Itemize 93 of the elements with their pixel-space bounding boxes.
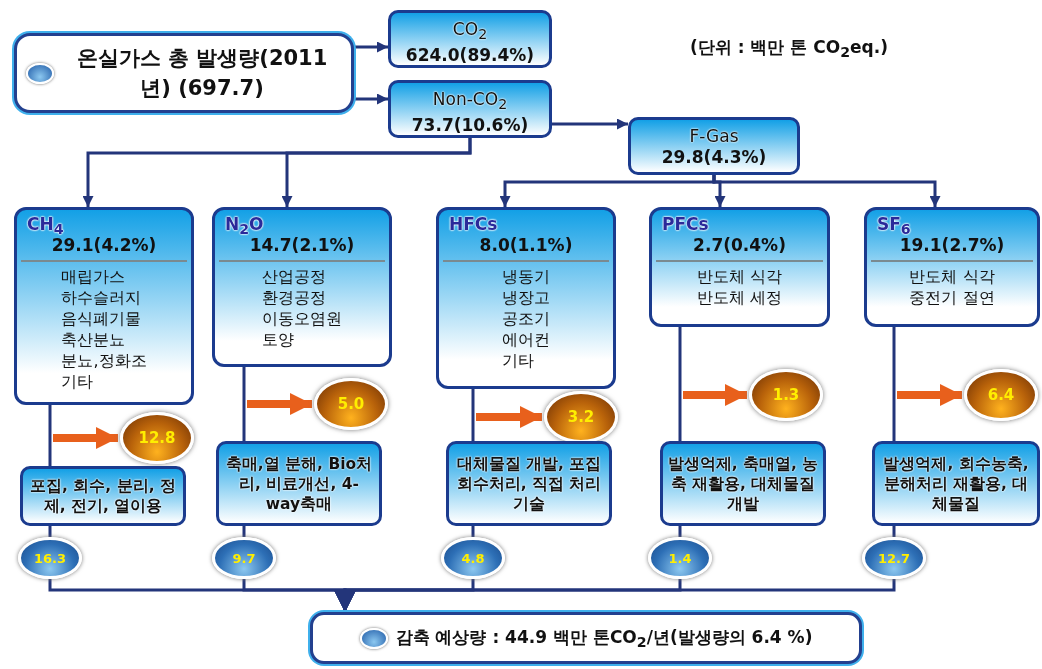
source-item: 반도체 식각	[909, 266, 995, 287]
reduction-ball	[862, 537, 926, 579]
emission-value: 73.7(10.6%)	[410, 115, 530, 137]
source-item: 기타	[61, 371, 95, 392]
reduction-value: 1.3	[772, 386, 800, 404]
gas-formula: SF$_{6}$	[877, 214, 911, 238]
source-item: 냉장고	[502, 287, 550, 308]
reduction-ball	[18, 537, 82, 579]
source-item: 음식폐기물	[61, 308, 143, 329]
reduction-oval	[544, 391, 618, 443]
method-text: 대체물질 개발, 포집 회수처리, 직접 처리기술	[455, 453, 603, 514]
gas-formula: HFCs	[449, 214, 498, 234]
source-item: 매립가스	[61, 266, 127, 287]
connector-line	[48, 526, 52, 537]
source-item: 중전기 절연	[909, 287, 995, 308]
method-text: 포집, 회수, 분리, 정제, 전기, 열이용	[29, 476, 177, 516]
gas-source-box	[864, 207, 1040, 327]
gas-source-box	[212, 207, 392, 367]
reduction-value: 4.8	[461, 550, 485, 566]
connector-line	[471, 389, 475, 441]
reduction-ball	[212, 537, 276, 579]
gas-name: Non-CO$_{2}$	[431, 89, 509, 115]
gas-box	[388, 10, 552, 68]
method-box	[216, 441, 382, 526]
summary-text: 감축 예상량 : 44.9 백만 톤CO$_{2}$/년(발생량의 6.4 %)	[395, 625, 813, 651]
connector-line	[242, 526, 246, 537]
source-item: 공조기	[502, 308, 550, 329]
arrow	[712, 175, 941, 207]
source-item: 반도체 식각	[696, 266, 783, 287]
emission-value: 29.1(4.2%)	[50, 235, 158, 255]
reduction-ball	[441, 537, 505, 579]
emission-value: 624.0(89.4%)	[404, 45, 536, 67]
reduction-value: 3.2	[567, 408, 595, 426]
reduction-value: 9.7	[232, 550, 256, 566]
method-box	[660, 441, 826, 526]
gas-formula: CH$_{4}$	[27, 214, 64, 238]
gas-box	[388, 80, 552, 138]
total-emission-box	[14, 33, 354, 113]
reduction-value: 1.4	[668, 550, 692, 566]
gas-source-box	[436, 207, 616, 389]
reduction-value: 6.4	[987, 386, 1015, 404]
reduction-oval	[314, 378, 388, 430]
arrow	[354, 93, 388, 105]
emission-value: 2.7(0.4%)	[692, 235, 787, 255]
source-item: 하수슬러지	[61, 287, 143, 308]
reduction-value: 12.7	[877, 550, 911, 566]
source-item: 분뇨,정화조	[61, 350, 147, 371]
reduction-oval	[120, 412, 194, 464]
connector-line	[471, 526, 475, 537]
connector-line	[892, 526, 896, 537]
source-item: 이동오염원	[262, 308, 342, 329]
reduction-value: 16.3	[33, 550, 67, 566]
method-text: 발생억제, 축매열, 농축 재활용, 대체물질 개발	[667, 453, 819, 514]
arrow	[552, 118, 628, 130]
source-item: 기타	[502, 350, 535, 371]
gas-name: CO$_{2}$	[451, 19, 489, 45]
emission-value: 29.8(4.3%)	[660, 147, 768, 168]
arrow	[281, 138, 472, 207]
title-text: 온실가스 총 발생량(2011년) (697.7)	[75, 45, 329, 102]
gas-formula: PFCs	[662, 214, 709, 234]
method-box	[872, 441, 1040, 526]
method-text: 발생억제, 회수농축, 분해처리 재활용, 대체물질	[882, 453, 1030, 514]
source-item: 냉동기	[502, 266, 550, 287]
emission-value: 19.1(2.7%)	[898, 235, 1006, 255]
reduction-value: 12.8	[138, 429, 176, 447]
unit-note: (단위 : 백만 톤 CO$_{2}$eq.)	[690, 36, 888, 61]
connector-line	[678, 327, 682, 441]
source-item: 에어컨	[502, 329, 550, 350]
method-box	[20, 466, 186, 526]
source-item: 축산분뇨	[61, 329, 127, 350]
gas-formula: N$_{2}$O	[225, 214, 264, 238]
connector-line	[48, 405, 52, 466]
emission-value: 8.0(1.1%)	[478, 235, 574, 255]
source-item: 산업공정	[262, 266, 327, 287]
connector-line	[678, 526, 682, 537]
gas-source-box	[649, 207, 830, 327]
reduction-ball	[648, 537, 712, 579]
reduction-oval	[749, 369, 823, 421]
method-text: 축매,열 분해, Bio처리, 비료개선, 4-way축매	[224, 453, 374, 514]
gas-box	[628, 117, 800, 175]
gas-name: F-Gas	[688, 126, 740, 147]
source-item: 반도체 세정	[696, 287, 783, 308]
method-box	[446, 441, 612, 526]
connector-line	[242, 367, 246, 441]
reduction-summary-box	[310, 612, 862, 664]
reduction-value: 5.0	[337, 395, 365, 413]
source-item: 환경공정	[262, 287, 327, 308]
source-item: 토양	[262, 329, 295, 350]
emission-value: 14.7(2.1%)	[248, 235, 356, 255]
gas-source-box	[14, 207, 194, 405]
arrow	[354, 41, 388, 53]
connector-line	[892, 327, 896, 441]
reduction-oval	[964, 369, 1038, 421]
